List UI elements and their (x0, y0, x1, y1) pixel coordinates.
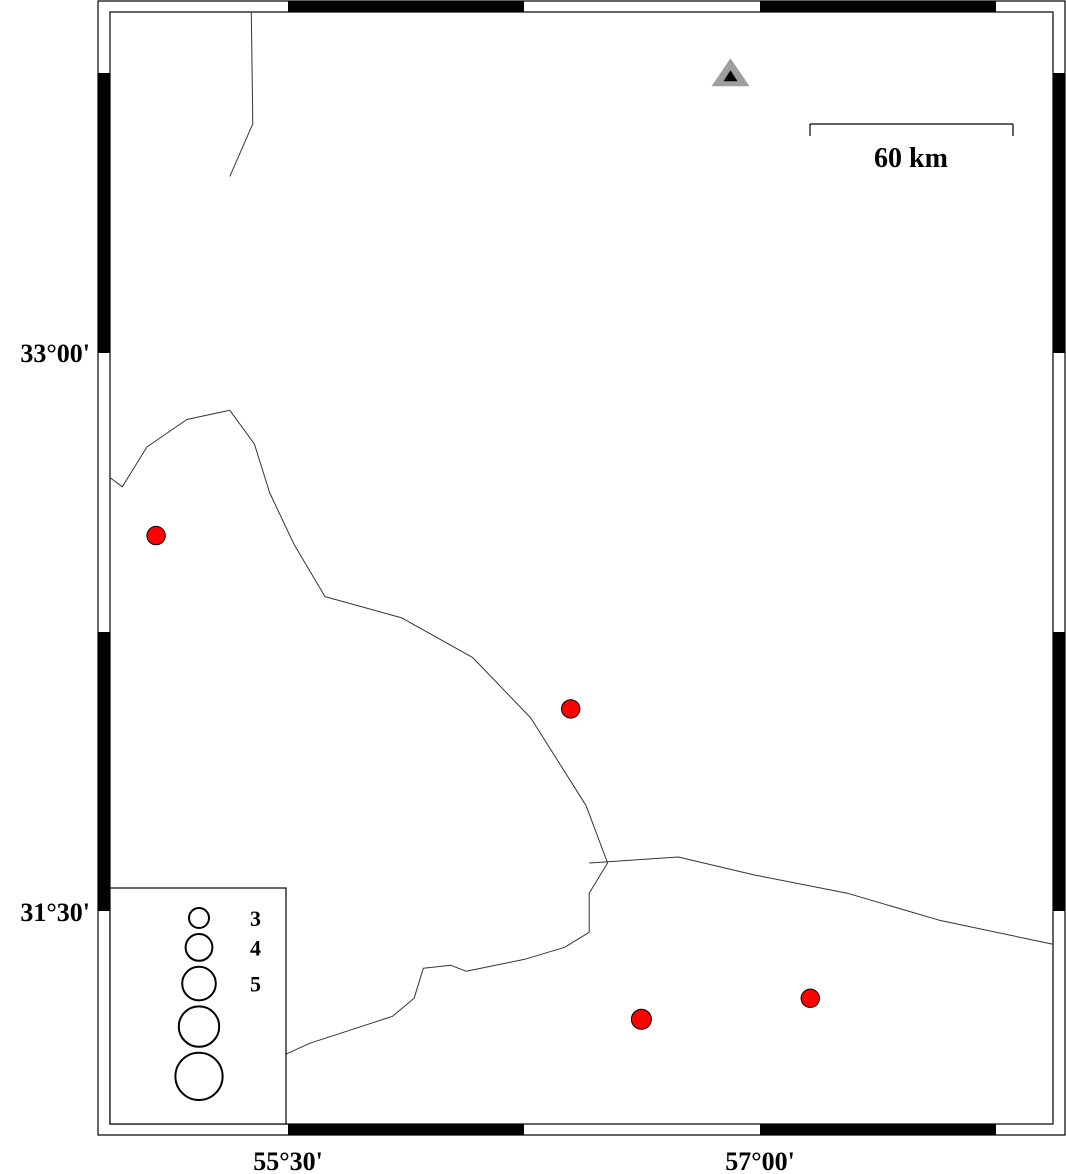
map-outer-frame (97, 0, 1066, 1136)
frame-bands (98, 1, 1065, 1135)
legend-magnitude-circle (174, 1051, 224, 1102)
province-boundary-line (589, 856, 1054, 945)
lat-tick-label: 33°00' (20, 339, 90, 368)
legend-magnitude-circle (184, 933, 214, 962)
frame-band-top (288, 1, 524, 12)
triangle-station-icon (711, 58, 750, 87)
province-boundaries (109, 11, 1054, 1068)
frame-band-right (1053, 73, 1065, 353)
frame-band-bottom (760, 1124, 996, 1135)
lon-tick-label: 55°30' (253, 1147, 323, 1174)
station-inner-triangle (723, 70, 738, 82)
earthquake-event-marker (561, 699, 581, 719)
legend-magnitude-circle (177, 1005, 221, 1048)
scale-bar: 60 km (809, 123, 1014, 174)
province-boundary-line (229, 11, 254, 177)
province-boundary-line (257, 931, 590, 1068)
province-boundary-line (229, 410, 609, 933)
legend-magnitude-circle (188, 907, 210, 929)
earthquake-events (146, 525, 820, 1030)
earthquake-event-marker (630, 1008, 652, 1030)
frame-band-right (1053, 632, 1065, 911)
frame-band-left (98, 632, 110, 911)
earthquake-event-marker (800, 988, 820, 1008)
legend-magnitude-label: 3 (250, 906, 261, 931)
lat-tick-label: 31°30' (20, 898, 90, 927)
province-boundary-line (109, 409, 230, 488)
frame-band-bottom (288, 1124, 524, 1135)
magnitude-legend: 3 4 5 (109, 887, 287, 1125)
scale-bar-label: 60 km (874, 143, 948, 174)
lon-tick-label: 57°00' (725, 1147, 795, 1174)
frame-band-left (98, 73, 110, 353)
earthquake-event-marker (146, 525, 166, 546)
legend-magnitude-circle (181, 965, 217, 1002)
map-inner-frame (109, 11, 1054, 1125)
legend-items: 3 4 5 (174, 906, 261, 1102)
legend-magnitude-label: 5 (250, 972, 261, 997)
frame-band-top (760, 1, 996, 12)
axis-tick-labels: 55°30' 57°00' 33°00' 31°30' (20, 339, 794, 1174)
legend-magnitude-label: 4 (250, 935, 261, 960)
